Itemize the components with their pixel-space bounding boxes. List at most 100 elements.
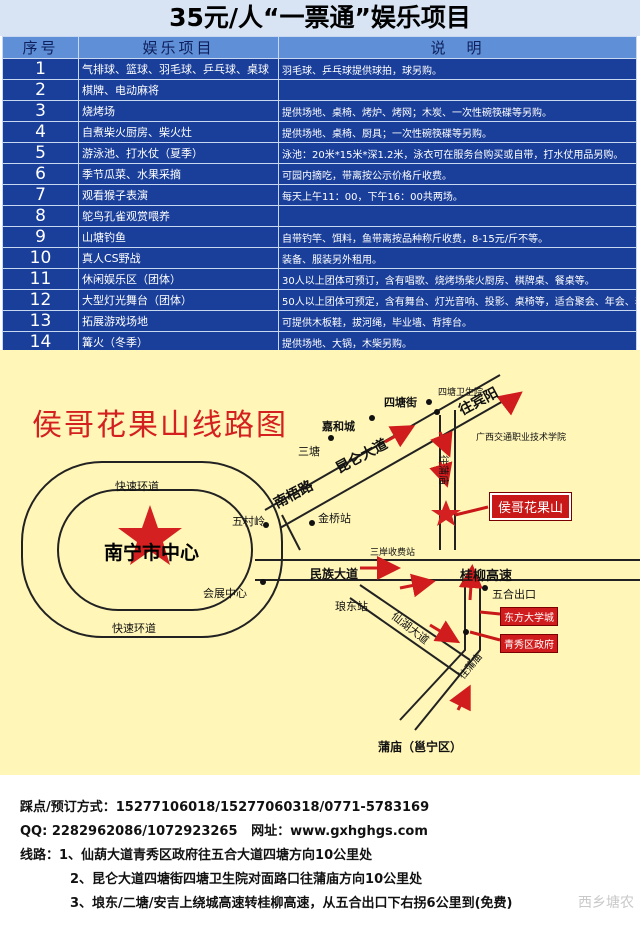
page-title: 35元/人“一票通”娱乐项目 xyxy=(0,0,640,36)
row-number: 3 xyxy=(2,100,79,122)
row-item: 棋牌、电动麻将 xyxy=(78,79,279,101)
xianhu-road xyxy=(349,584,471,676)
map-roads xyxy=(21,374,640,731)
city-center-label: 南宁市中心 xyxy=(104,542,200,564)
row-number: 5 xyxy=(2,142,79,164)
jinqiao-connector xyxy=(281,514,301,551)
row-number: 8 xyxy=(2,205,79,227)
guangxi-college-label: 广西交通职业技术学院 xyxy=(476,433,567,443)
header-desc: 说 明 xyxy=(278,36,637,59)
row-number: 10 xyxy=(2,247,79,269)
row-desc: 羽毛球、乒乓球提供球拍，球另购。 xyxy=(278,58,637,80)
qq-numbers: 2282962086/1072923265 xyxy=(51,824,238,839)
row-item: 真人CS野战 xyxy=(78,247,279,269)
santang-label: 三塘 xyxy=(298,445,320,458)
row-desc xyxy=(278,205,637,227)
qq-label: QQ: xyxy=(20,824,48,839)
wuhe-exit-label: 五合出口 xyxy=(492,588,536,601)
row-number: 1 xyxy=(2,58,79,80)
route-map: 侯哥花果山线路图 南宁市中心 侯哥花果山 快速环道 快速环道 五村岭 会展中心 … xyxy=(0,350,640,775)
header-no: 序号 xyxy=(2,36,79,59)
row-desc: 泳池：20米*15米*深1.2米，泳衣可在服务台购买或自带，打水仗用品另购。 xyxy=(278,142,637,164)
kunlun-road xyxy=(264,374,506,529)
row-desc: 每天上午11：00，下午16：00共两场。 xyxy=(278,184,637,206)
header-item: 娱乐项目 xyxy=(78,36,279,59)
ring-bottom-label: 快速环道 xyxy=(112,622,156,635)
pumiao-label: 蒲庙（邕宁区） xyxy=(378,740,463,754)
route-1: 1、仙葫大道青秀区政府往五合大道四塘方向10公里处 xyxy=(59,848,373,863)
website-link[interactable]: www.gxhghgs.com xyxy=(290,824,428,839)
table-header-row: 序号 娱乐项目 说 明 xyxy=(2,36,637,59)
wucunling-label: 五村岭 xyxy=(232,515,265,528)
guiliu-highway-label: 桂柳高速 xyxy=(460,569,513,584)
phone-numbers: 15277106018/15277060318/0771-5783169 xyxy=(115,800,430,815)
row-desc: 装备、服装另外租用。 xyxy=(278,247,637,269)
dongfang-univ-badge: 东方大学城 xyxy=(500,607,558,626)
row-desc: 提供场地、桌椅、厨具；一次性碗筷碟等另购。 xyxy=(278,121,637,143)
row-desc: 提供场地、桌椅、烤炉、烤网；木炭、一次性碗筷碟等另购。 xyxy=(278,100,637,122)
huizhan-label: 会展中心 xyxy=(203,587,247,600)
row-item: 鸵鸟孔雀观赏喂养 xyxy=(78,205,279,227)
row-item: 休闲娱乐区（团体） xyxy=(78,268,279,290)
row-item: 大型灯光舞台（团体） xyxy=(78,289,279,311)
ring-road-outer xyxy=(21,461,283,638)
row-number: 2 xyxy=(2,79,79,101)
jinqiao-label: 金桥站 xyxy=(318,512,351,525)
sanan-toll-label: 三岸收费站 xyxy=(370,548,416,558)
contact-footer: 踩点/预订方式：15277106018/15277060318/0771-578… xyxy=(0,780,640,930)
ring-top-label: 快速环道 xyxy=(115,480,159,493)
row-desc: 50人以上团体可预定，含有舞台、灯光音响、投影、桌椅等，适合聚会、年会、表演等。 xyxy=(278,289,637,311)
contact-label: 踩点/预订方式： xyxy=(20,800,116,815)
row-item: 烧烤场 xyxy=(78,100,279,122)
row-desc: 可提供木板鞋，拔河绳，毕业墙、背摔台。 xyxy=(278,310,637,332)
city-center-star xyxy=(118,505,182,565)
qq-line: QQ: 2282962086/1072923265 网址：www.gxhghgs… xyxy=(20,820,428,839)
row-item: 山塘钓鱼 xyxy=(78,226,279,248)
route-line-1: 线路：1、仙葫大道青秀区政府往五合大道四塘方向10公里处 xyxy=(20,844,372,863)
sitang-hospital-label: 四塘卫生院 xyxy=(438,388,484,398)
langdong-label: 琅东站 xyxy=(335,600,368,613)
south-road xyxy=(399,585,481,731)
row-number: 13 xyxy=(2,310,79,332)
destination-star xyxy=(431,500,461,526)
row-number: 6 xyxy=(2,163,79,185)
sitangjie-label: 四塘街 xyxy=(384,396,417,409)
row-item: 游泳池、打水仗（夏季） xyxy=(78,142,279,164)
row-number: 11 xyxy=(2,268,79,290)
row-item: 季节瓜菜、水果采摘 xyxy=(78,163,279,185)
row-desc: 30人以上团体可预订，含有唱歌、烧烤场柴火厨房、棋牌桌、餐桌等。 xyxy=(278,268,637,290)
row-desc xyxy=(278,79,637,101)
web-label: 网址： xyxy=(251,824,291,839)
contact-line: 踩点/预订方式：15277106018/15277060318/0771-578… xyxy=(20,796,429,815)
row-number: 12 xyxy=(2,289,79,311)
wang-pumiao-label: 往蒲庙 xyxy=(437,455,448,485)
qingxiu-gov-badge: 青秀区政府 xyxy=(500,634,558,653)
row-item: 气排球、篮球、羽毛球、乒乓球、桌球 xyxy=(78,58,279,80)
row-number: 9 xyxy=(2,226,79,248)
row-number: 4 xyxy=(2,121,79,143)
watermark: 西乡塘农 xyxy=(578,895,634,911)
destination-label: 侯哥花果山 xyxy=(490,493,572,520)
row-item: 自煮柴火厨房、柴火灶 xyxy=(78,121,279,143)
jiahecheng-label: 嘉和城 xyxy=(322,420,355,433)
minzu-road xyxy=(255,559,640,581)
route-3: 3、埌东/二塘/安吉上绕城高速转桂柳高速，从五合出口下右拐6公里到(免费) xyxy=(70,896,513,911)
row-desc: 可园内摘吃，带离按公示价格斤收费。 xyxy=(278,163,637,185)
row-desc: 自带钓竿、饵料，鱼带离按品种称斤收费，8-15元/斤不等。 xyxy=(278,226,637,248)
row-number: 7 xyxy=(2,184,79,206)
route-label: 线路： xyxy=(20,848,60,863)
row-item: 拓展游戏场地 xyxy=(78,310,279,332)
